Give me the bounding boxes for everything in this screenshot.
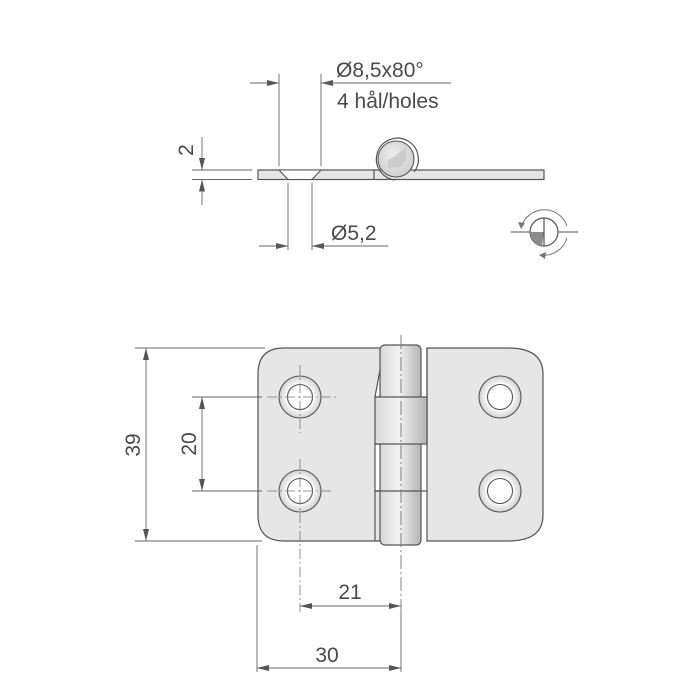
side-view: Ø8,5x80° 4 hål/holes 2 Ø5,2 — [175, 59, 545, 250]
height-label: 39 — [122, 433, 145, 456]
thickness-label: 2 — [175, 144, 198, 156]
left-leaf — [257, 347, 385, 542]
countersink-label: Ø8,5x80° — [336, 59, 424, 82]
front-view: 39 20 21 30 — [122, 335, 544, 672]
hole-to-axis-label: 21 — [338, 581, 361, 604]
knuckle-outer — [375, 137, 419, 181]
hole-top-right — [478, 375, 522, 419]
knuckle — [379, 344, 422, 546]
countersink-hole — [277, 169, 323, 181]
right-leaf — [426, 347, 544, 542]
holes-label: 4 hål/holes — [337, 90, 439, 113]
hole-spacing-label: 20 — [178, 432, 201, 455]
leaf-width-label: 30 — [315, 644, 338, 667]
material-icon — [388, 147, 406, 168]
hole-diameter-label: Ø5,2 — [331, 222, 377, 245]
hole-bottom-right — [478, 469, 522, 513]
rotation-projection-icon — [511, 209, 578, 259]
